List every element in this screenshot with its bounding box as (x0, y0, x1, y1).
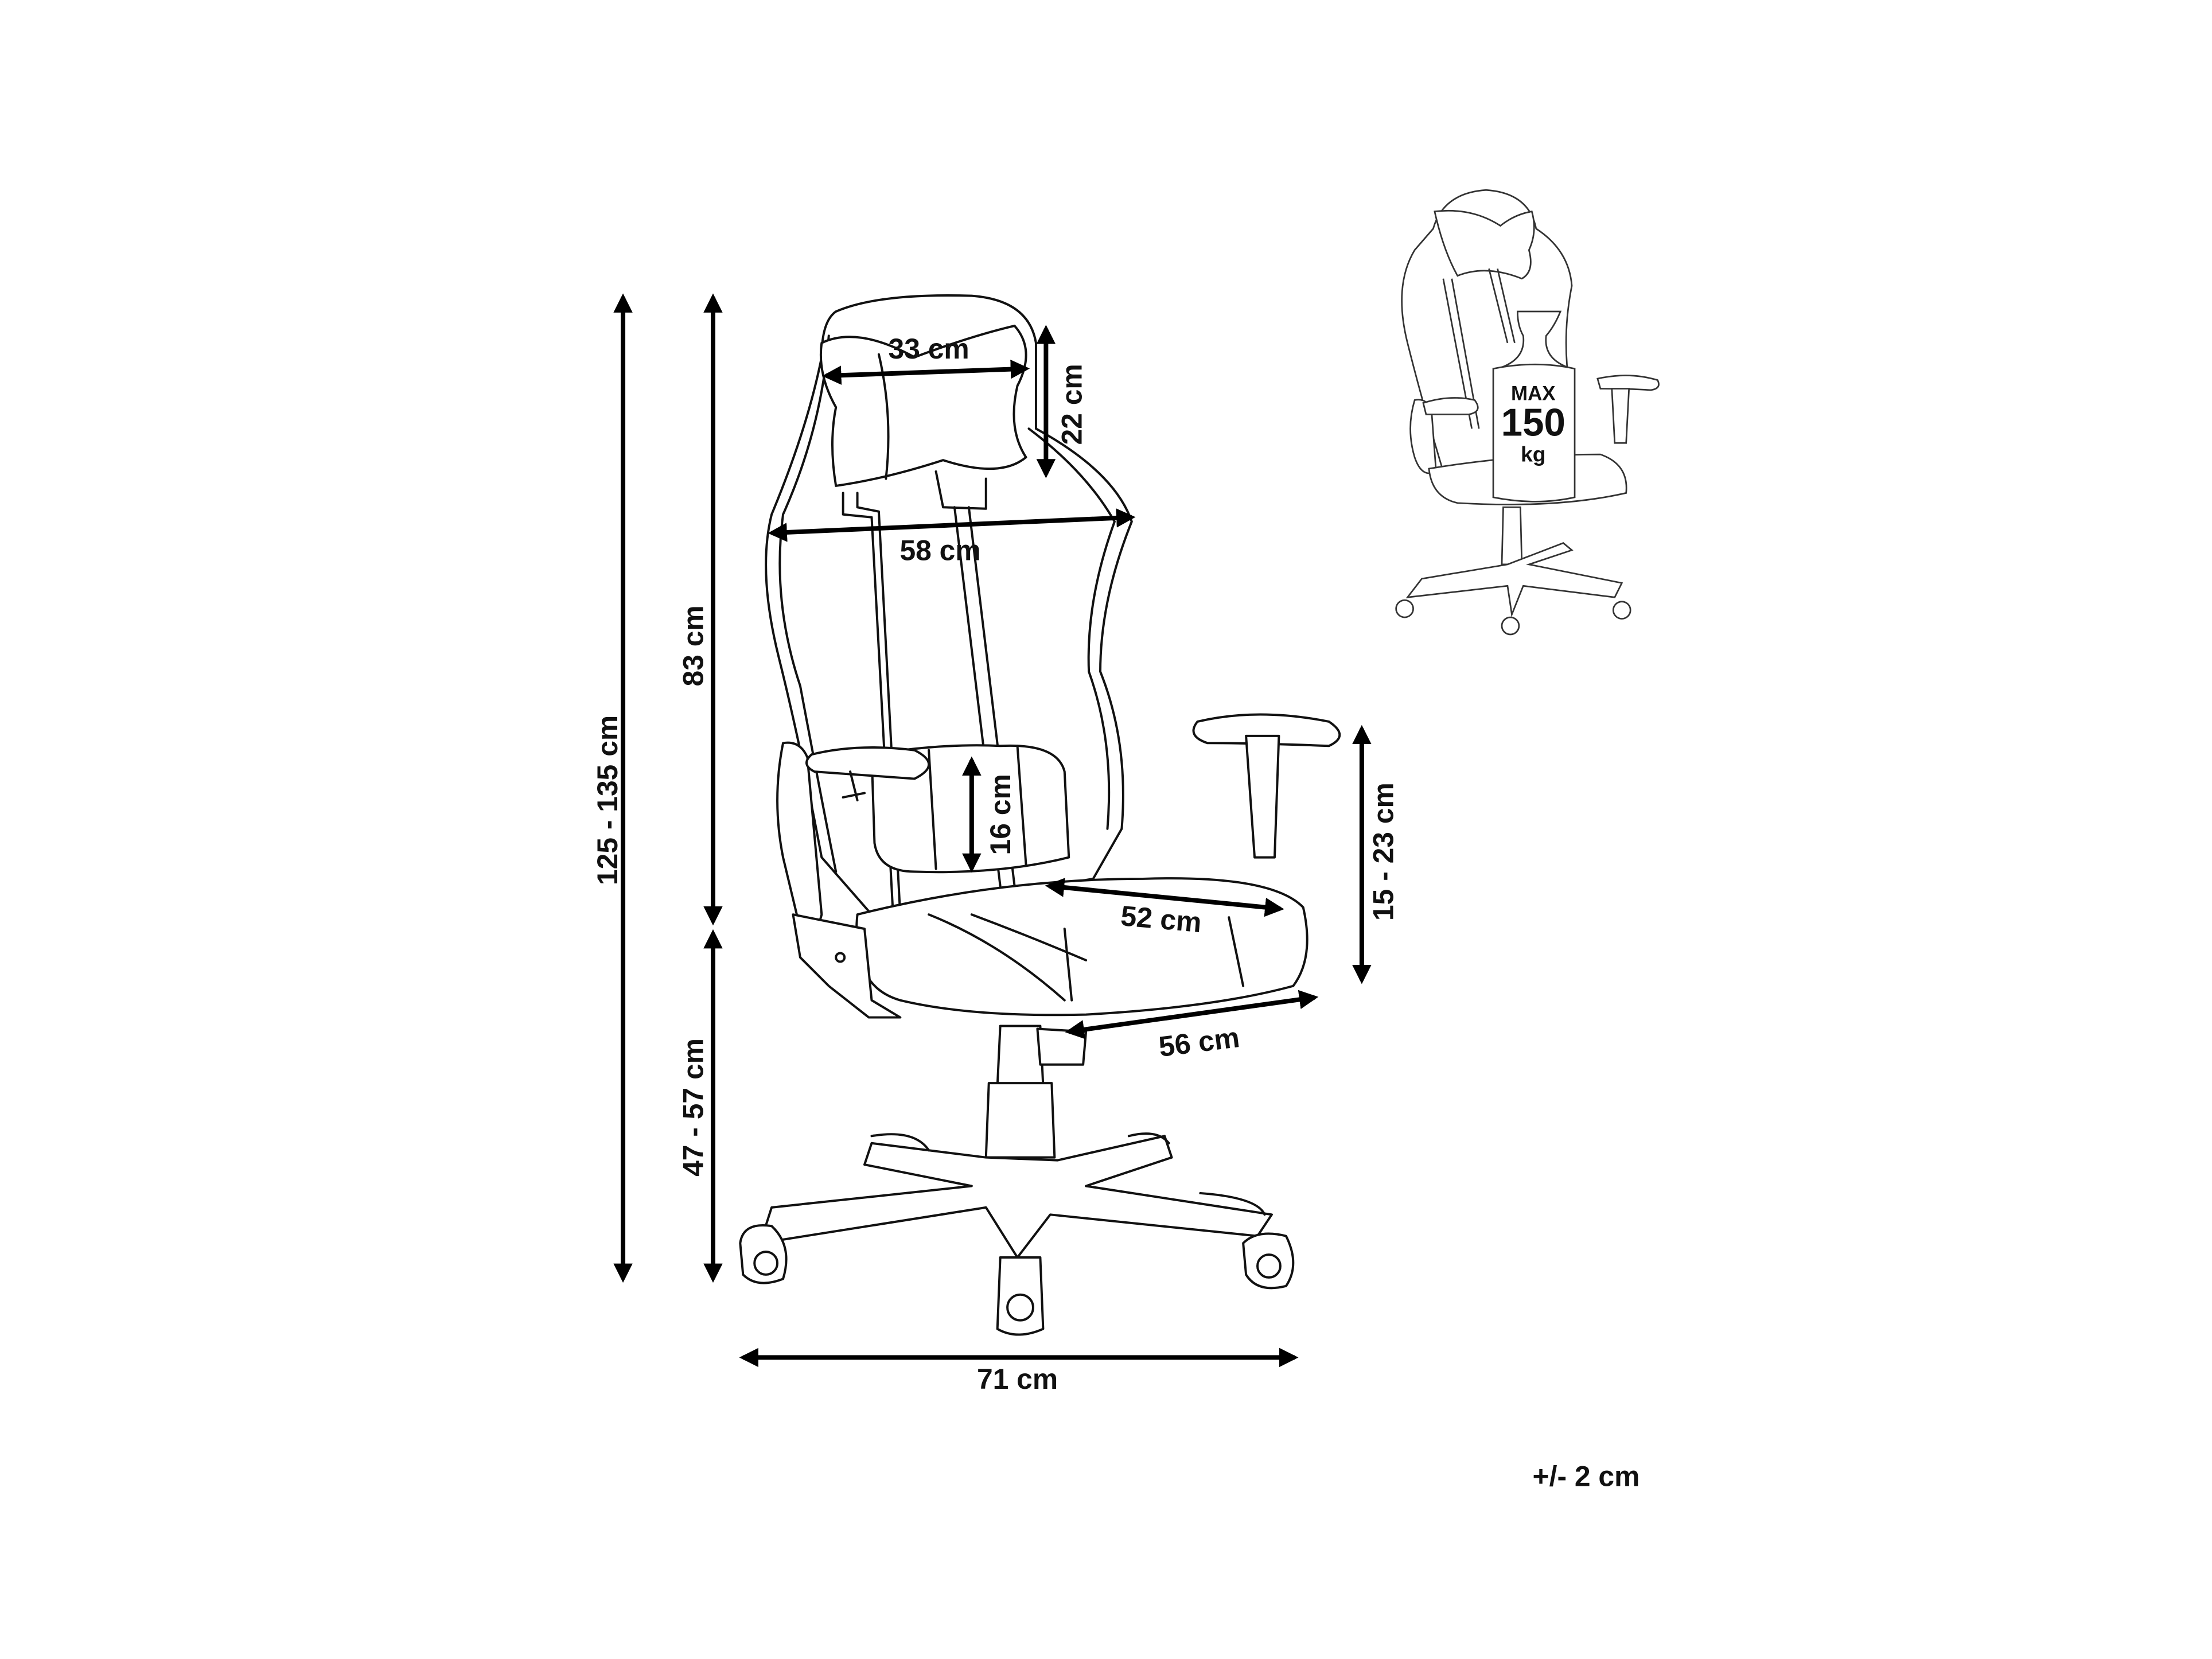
tolerance-note: +/- 2 cm (1533, 1461, 1640, 1493)
label-backrest-height: 83 cm (677, 605, 710, 686)
arrow-backrest-width (768, 508, 1136, 542)
label-seat-height: 47 - 57 cm (677, 1038, 710, 1177)
label-headrest-height: 22 cm (1056, 364, 1088, 445)
label-total-height: 125 - 135 cm (591, 715, 624, 885)
max-load-illustration: MAX 150 kg (1395, 189, 1660, 636)
arrow-headrest-width (822, 359, 1030, 385)
arrow-seat-width (1065, 990, 1319, 1039)
max-load-unit: kg (1521, 442, 1546, 466)
label-backrest-width: 58 cm (899, 534, 980, 566)
dimension-labels: 125 - 135 cm 83 cm 47 - 57 cm 33 cm 22 c… (591, 333, 1639, 1492)
max-load-value: 150 (1501, 402, 1565, 445)
chair-drawing (739, 294, 1341, 1336)
label-seat-depth: 52 cm (1119, 899, 1203, 938)
label-seat-width: 56 cm (1157, 1021, 1241, 1063)
label-lumbar-height: 16 cm (984, 774, 1017, 855)
label-headrest-width: 33 cm (889, 333, 969, 365)
max-label: MAX (1511, 382, 1555, 404)
dimension-arrows (613, 293, 1372, 1368)
label-armrest-height: 15 - 23 cm (1368, 782, 1400, 921)
label-base-width: 71 cm (977, 1363, 1058, 1395)
arrow-seat-depth (1045, 878, 1284, 917)
